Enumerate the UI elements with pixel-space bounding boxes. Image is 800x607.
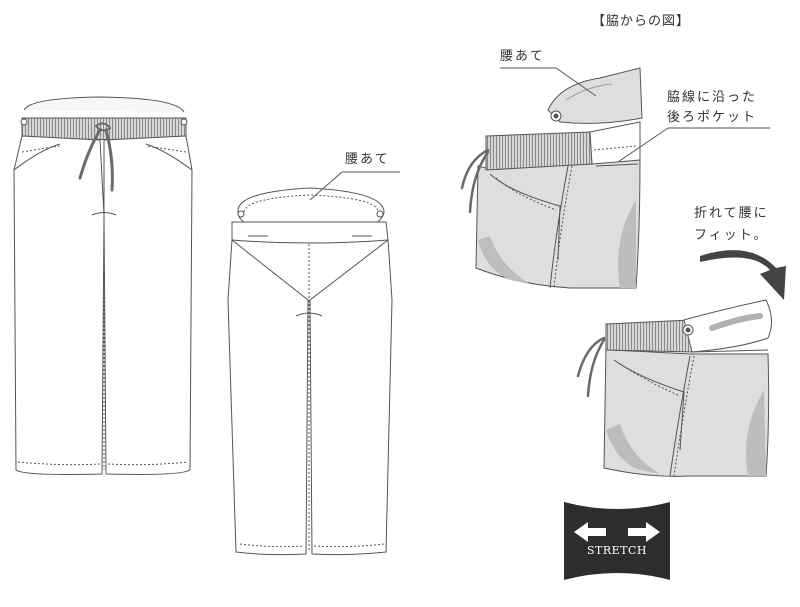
back-snap-right <box>376 210 384 218</box>
folded-front-pocket <box>613 359 685 451</box>
pocket-label-line2: 後ろポケット <box>667 110 758 125</box>
waist-patch-back-edge <box>23 96 185 113</box>
side-snap-right <box>180 118 188 126</box>
side-back-pocket-line <box>595 163 639 167</box>
side-ribbed-band <box>485 131 593 171</box>
ribbed-waistband <box>21 117 187 140</box>
front-pocket-left <box>13 143 61 171</box>
front-right-leg <box>103 135 193 475</box>
side-seam <box>549 165 569 289</box>
folded-ribbed-band <box>605 319 693 353</box>
folded-waist-patch <box>683 299 772 353</box>
stretch-label: STRETCH <box>586 544 648 557</box>
double-arrow-icon <box>574 522 660 542</box>
front-pocket-right <box>145 143 193 171</box>
stretch-badge <box>564 502 670 580</box>
waist-patch-label-back: 腰あて <box>345 152 390 167</box>
front-left-leg <box>13 135 105 475</box>
back-view-pants <box>227 187 393 556</box>
side-view-title: 【脇からの図】 <box>592 14 691 29</box>
waist-patch-label-side: 腰あて <box>500 49 545 64</box>
leader-waist-front <box>309 171 400 201</box>
back-right-leg <box>309 239 393 556</box>
side-drawstring-upright <box>460 148 490 214</box>
side-view-upright <box>475 67 643 289</box>
fold-label-line1: 折れて腰に <box>694 206 769 221</box>
side-snap-left <box>20 118 28 126</box>
side-view-folded <box>603 299 772 477</box>
leader-pocket <box>617 127 770 163</box>
front-drawstring <box>78 122 114 192</box>
curved-arrow-icon <box>700 250 786 300</box>
fold-label-line2: フィット。 <box>694 228 769 243</box>
leader-waist-side <box>500 67 597 97</box>
folded-drawstring <box>576 336 606 398</box>
back-left-leg <box>227 239 309 556</box>
side-front-pocket <box>489 173 561 261</box>
back-snap-left <box>237 210 245 218</box>
back-waistband <box>231 221 389 244</box>
front-view-pants <box>13 96 193 475</box>
pocket-label-line1: 脇線に沿った <box>667 90 758 105</box>
